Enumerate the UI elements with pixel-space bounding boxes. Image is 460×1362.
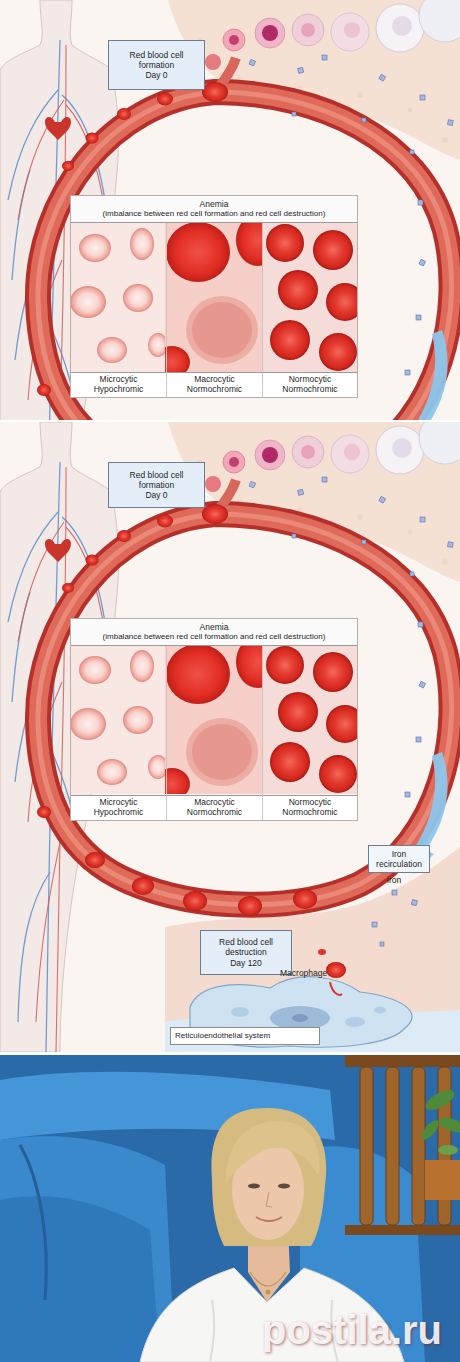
cell-panel: Microcytic Hypochromic	[71, 646, 167, 820]
cell-label: Macrophage	[280, 968, 327, 978]
woman-figure-part	[266, 1290, 271, 1295]
panel-label-box: Microcytic Hypochromic	[71, 795, 166, 820]
panel-label-box: Normocytic Normochromic	[263, 372, 357, 397]
portrait-photo-part-part	[360, 1067, 373, 1225]
portrait-photo-part-part	[418, 1118, 441, 1143]
woman-figure-part	[211, 1108, 326, 1246]
watermark: postila.ru	[262, 1308, 442, 1353]
box-text: Day 0	[145, 70, 167, 80]
card-heading: Anemia	[200, 199, 229, 209]
cell-panel: Microcytic Hypochromic	[71, 223, 167, 397]
portrait-photo-part	[345, 1225, 460, 1235]
cell-panel: Macrocytic Normochromic	[167, 646, 263, 820]
cell-panel: Normocytic Normochromic	[263, 646, 357, 820]
woman-figure-part	[248, 1183, 260, 1188]
card-heading: (imbalance between red cell formation an…	[103, 209, 326, 219]
portrait-photo-part	[418, 1086, 460, 1155]
portrait-photo	[0, 1055, 460, 1362]
panel-label: Macrocytic Normochromic	[184, 375, 246, 395]
woman-figure-part	[210, 1300, 214, 1362]
panel-label: Microcytic Hypochromic	[88, 375, 150, 395]
anemia-card: Anemia(imbalance between red cell format…	[70, 195, 358, 398]
panel-label-box: Macrocytic Normochromic	[167, 795, 262, 820]
box-text: Red blood cell formation	[112, 470, 201, 490]
panel-middle-part	[0, 412, 460, 1052]
portrait-photo-part	[425, 1160, 460, 1200]
card-header: Anemia(imbalance between red cell format…	[71, 619, 357, 646]
cell-panel: Normocytic Normochromic	[263, 223, 357, 397]
portrait-photo-part-part	[386, 1067, 399, 1225]
label-box: Red blood cell formationDay 0	[108, 462, 205, 508]
panel-label: Microcytic Hypochromic	[88, 798, 150, 818]
portrait-photo-part	[0, 1196, 160, 1362]
iron-label: iron	[387, 875, 401, 885]
panel-label: Macrocytic Normochromic	[184, 798, 246, 818]
woman-figure-part	[266, 1192, 272, 1207]
box-text: Iron recirculation	[372, 849, 426, 869]
box-text: Red blood cell formation	[112, 50, 201, 70]
card-heading: (imbalance between red cell formation an…	[103, 632, 326, 642]
panel-label: Normocytic Normochromic	[279, 375, 341, 395]
woman-figure-part	[256, 1217, 282, 1221]
panel-label-box: Macrocytic Normochromic	[167, 372, 262, 397]
portrait-photo-part-part	[438, 1145, 458, 1155]
box-text: Day 120	[230, 958, 262, 968]
portrait-photo-part	[0, 1136, 175, 1362]
portrait-photo-part	[360, 1067, 451, 1225]
card-heading: Anemia	[200, 622, 229, 632]
portrait-photo-part-part	[437, 1115, 460, 1136]
woman-figure-part	[226, 1121, 320, 1184]
portrait-photo-part	[345, 1055, 460, 1067]
label-box: Red blood cell formationDay 0	[108, 40, 205, 90]
panel-label-box: Microcytic Hypochromic	[71, 372, 166, 397]
box-text: Red blood cell destruction	[204, 937, 288, 957]
box-text: Reticuloendothelial system	[175, 1032, 270, 1040]
cell-panel: Macrocytic Normochromic	[167, 223, 263, 397]
panel-middle	[0, 412, 460, 1052]
card-header: Anemia(imbalance between red cell format…	[71, 196, 357, 223]
portrait-photo-part-part	[412, 1067, 425, 1225]
woman-figure-part	[278, 1183, 290, 1188]
panel-label: Normocytic Normochromic	[279, 798, 341, 818]
system-label-box: Reticuloendothelial system	[170, 1027, 320, 1045]
woman-figure-part	[250, 1272, 286, 1286]
anemia-card: Anemia(imbalance between red cell format…	[70, 618, 358, 821]
label-box: Red blood cell destructionDay 120	[200, 930, 292, 975]
box-text: Day 0	[145, 490, 167, 500]
portrait-photo-part-part	[423, 1086, 458, 1114]
portrait-photo-part	[0, 1055, 460, 1362]
panel-label-box: Normocytic Normochromic	[263, 795, 357, 820]
portrait-photo-part	[20, 1145, 46, 1300]
label-box: Iron recirculation	[368, 845, 430, 873]
